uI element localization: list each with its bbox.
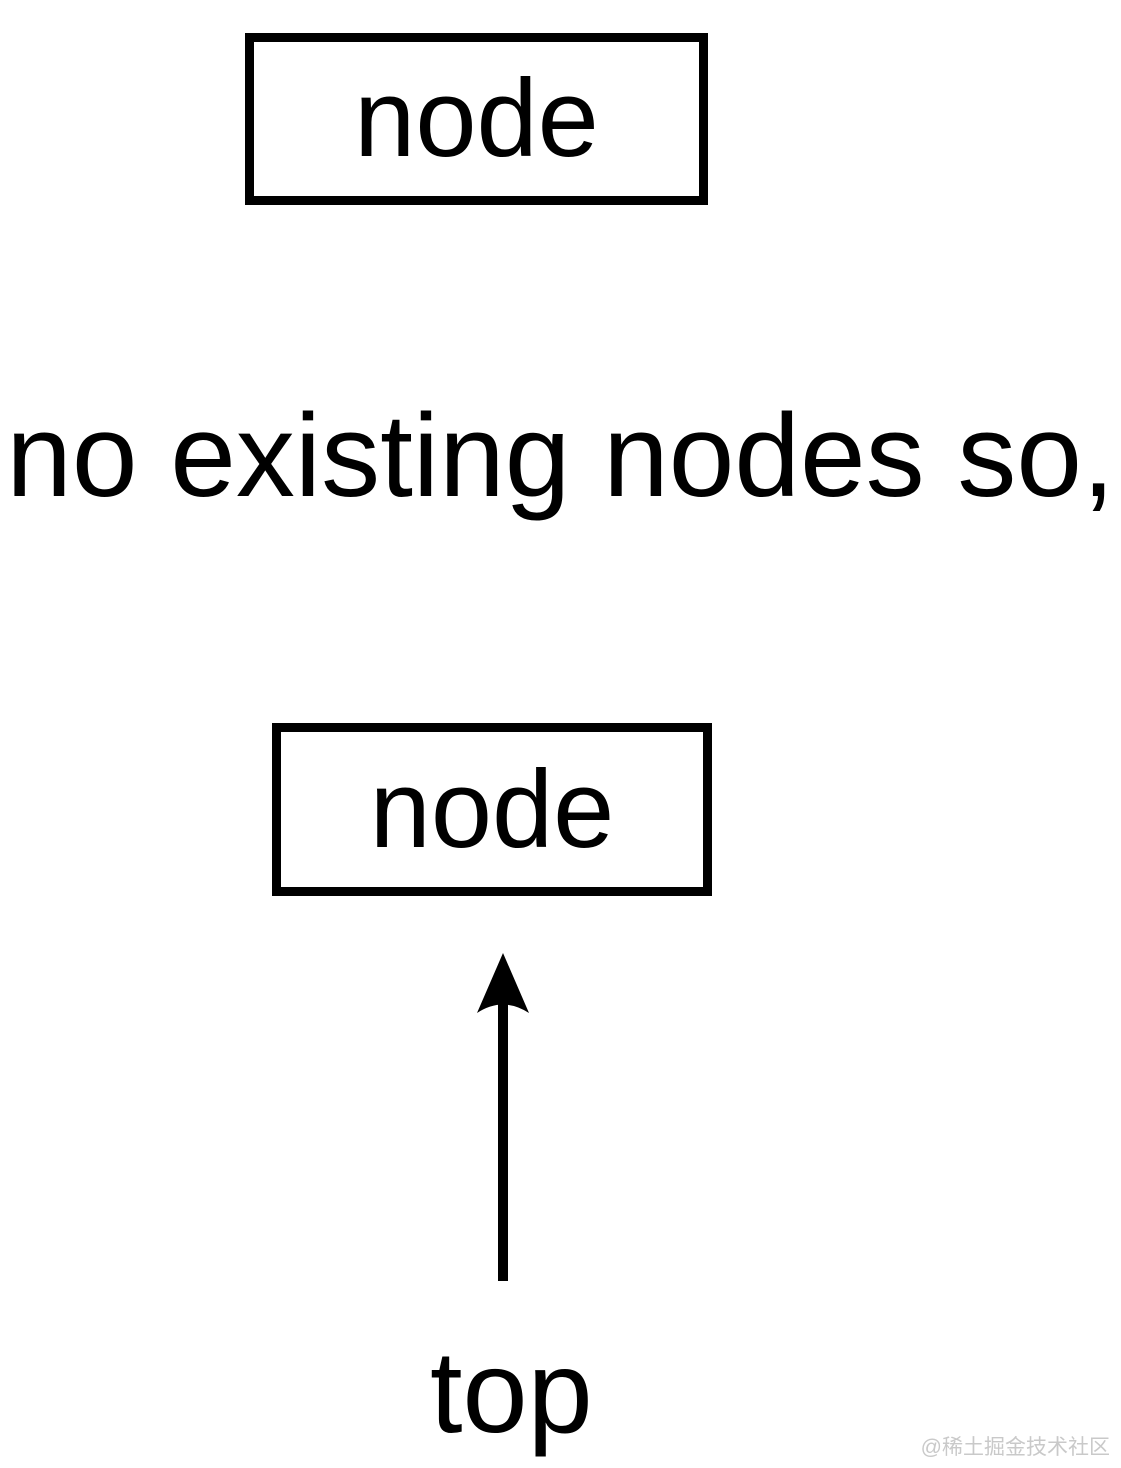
node-box-bottom-label: node <box>369 747 615 871</box>
caption-text: no existing nodes so, <box>6 390 1115 522</box>
watermark-text: @稀土掘金技术社区 <box>920 1436 1110 1459</box>
top-pointer-label: top <box>430 1326 593 1457</box>
node-box-bottom: node <box>272 723 712 896</box>
node-box-top: node <box>245 33 708 205</box>
node-box-top-label: node <box>354 57 599 180</box>
